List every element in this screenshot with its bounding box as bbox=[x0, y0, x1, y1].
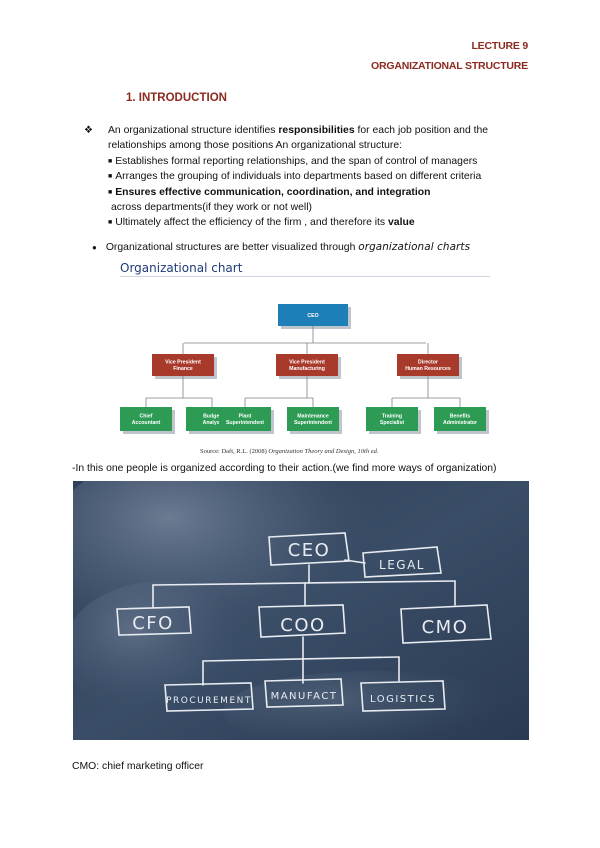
org-box-leaf-label: Analyst bbox=[203, 420, 222, 426]
list-item: ■Arranges the grouping of individuals in… bbox=[92, 169, 532, 184]
chalk-label-legal: LEGAL bbox=[379, 558, 425, 572]
org-box-leaf-label: Accountant bbox=[132, 420, 161, 426]
org-box-leaf-label: Superintendent bbox=[226, 420, 264, 426]
p1-pre: An organizational structure identifies bbox=[108, 125, 278, 136]
org-box-vp-label: Vice President bbox=[289, 360, 325, 366]
section-title: 1. INTRODUCTION bbox=[126, 92, 227, 104]
org-box-ceo-label: CEO bbox=[307, 313, 318, 319]
figure-source: Source: Daft, R.L. (2008) Organization T… bbox=[200, 448, 379, 455]
org-box-vp-label: Vice President bbox=[165, 360, 201, 366]
chalkboard-caption: -In this one people is organized accordi… bbox=[72, 463, 497, 474]
chalkboard-photo: CEO LEGAL CFO COO CMO PROCUREMENT MANUFACT LOGI… bbox=[73, 481, 529, 740]
item-text-bold: Ensures effective communication, coordin… bbox=[115, 187, 430, 198]
org-box-vp-label: Human Resources bbox=[405, 366, 451, 372]
org-box-leaf-label: Training bbox=[382, 414, 402, 420]
square-bullet-icon: ■ bbox=[108, 158, 112, 165]
org-chart-divider bbox=[120, 276, 490, 277]
chalk-label-cmo: CMO bbox=[422, 617, 469, 638]
paragraph-1-line2: relationships among those positions An o… bbox=[92, 138, 532, 153]
square-bullet-icon: ■ bbox=[108, 219, 112, 226]
dot-bullet-text: Organizational structures are better vis… bbox=[106, 242, 358, 253]
org-box-leaf-label: Chief bbox=[140, 414, 153, 420]
org-box-leaf-label: Maintenance bbox=[297, 414, 329, 420]
org-box-leaf-label: Administrator bbox=[443, 420, 477, 426]
chalk-label-manufact: MANUFACT bbox=[271, 691, 338, 702]
org-box-vp-label: Manufacturing bbox=[289, 366, 325, 372]
square-bullet-icon: ■ bbox=[108, 189, 112, 196]
source-pre: Source: Daft, R.L. (2008) bbox=[200, 448, 268, 455]
header-lecture-number: LECTURE 9 bbox=[471, 40, 528, 52]
list-item: ■Ensures effective communication, coordi… bbox=[92, 185, 532, 200]
item-text: Arranges the grouping of individuals int… bbox=[115, 171, 481, 182]
bullet-block: ❖ An organizational structure identifies… bbox=[92, 123, 532, 231]
chalk-label-coo: COO bbox=[280, 615, 325, 636]
list-item: ■Ultimately affect the efficiency of the… bbox=[92, 215, 532, 230]
chalk-label-cfo: CFO bbox=[132, 613, 174, 634]
source-italic: Organization Theory and Design, 10th ed. bbox=[268, 448, 378, 455]
org-chart-title: Organizational chart bbox=[120, 261, 242, 275]
paragraph-1: An organizational structure identifies r… bbox=[92, 123, 532, 138]
dot-bullet-icon: ● bbox=[92, 243, 97, 252]
p1-post: for each job position and the bbox=[355, 125, 488, 136]
diamond-bullet-icon: ❖ bbox=[84, 123, 93, 138]
org-box-leaf-label: Benefits bbox=[450, 414, 471, 420]
chalk-label-logistics: LOGISTICS bbox=[370, 694, 436, 705]
item-text-bold: value bbox=[388, 217, 415, 228]
dot-bullet-italic: organizational charts bbox=[358, 241, 470, 253]
footnote: CMO: chief marketing officer bbox=[72, 761, 203, 772]
list-item-continuation: across departments(if they work or not w… bbox=[92, 200, 532, 215]
chalk-label-ceo: CEO bbox=[288, 540, 331, 561]
square-bullet-icon: ■ bbox=[108, 173, 112, 180]
org-box-leaf-label: Superintendent bbox=[294, 420, 332, 426]
org-box-leaf-label: Budget bbox=[203, 414, 221, 420]
dot-bullet: ● Organizational structures are better vi… bbox=[92, 240, 552, 255]
org-box-leaf-label: Specialist bbox=[380, 420, 404, 426]
p1-bold: responsibilities bbox=[278, 125, 354, 136]
header-topic: ORGANIZATIONAL STRUCTURE bbox=[371, 60, 528, 72]
chalk-label-procurement: PROCUREMENT bbox=[166, 696, 252, 706]
org-box-leaf-label: Plant bbox=[239, 414, 252, 420]
org-box-vp-label: Director bbox=[418, 360, 438, 366]
list-item: ■Establishes formal reporting relationsh… bbox=[92, 154, 532, 169]
item-text: Establishes formal reporting relationshi… bbox=[115, 156, 477, 167]
org-box-vp-label: Finance bbox=[173, 366, 193, 372]
item-text: Ultimately affect the efficiency of the … bbox=[115, 217, 388, 228]
